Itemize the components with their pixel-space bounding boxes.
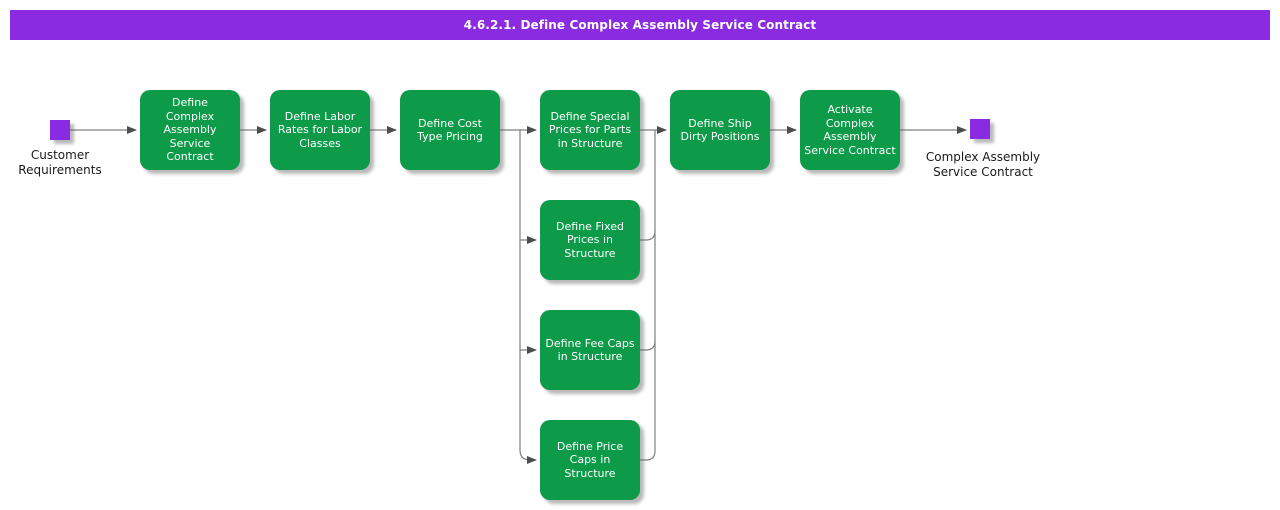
diagram-title: 4.6.2.1. Define Complex Assembly Service… bbox=[463, 18, 817, 32]
end-event-square[interactable] bbox=[970, 119, 990, 139]
task-define-ship-dirty-positions[interactable]: Define Ship Dirty Positions bbox=[670, 90, 770, 170]
edge-branch-to-fee-caps bbox=[519, 240, 537, 354]
task-define-price-caps-in-structure[interactable]: Define Price Caps in Structure bbox=[540, 420, 640, 500]
edge-merge-from-price-caps bbox=[640, 130, 656, 461]
edge-branch-to-fixed-prices bbox=[519, 130, 537, 244]
edge-merge-from-fixed-prices bbox=[640, 230, 656, 241]
end-event-label: Complex Assembly Service Contract bbox=[925, 150, 1041, 179]
task-define-complex-assembly-service-contract[interactable]: Define Complex Assembly Service Contract bbox=[140, 90, 240, 170]
task-define-fee-caps-in-structure[interactable]: Define Fee Caps in Structure bbox=[540, 310, 640, 390]
start-event-square[interactable] bbox=[50, 120, 70, 140]
diagram-title-bar: 4.6.2.1. Define Complex Assembly Service… bbox=[10, 10, 1270, 40]
start-event-label: Customer Requirements bbox=[18, 148, 102, 177]
task-define-special-prices-for-parts[interactable]: Define Special Prices for Parts in Struc… bbox=[540, 90, 640, 170]
edge-merge-from-fee-caps bbox=[640, 340, 656, 351]
task-activate-complex-assembly-service-contract[interactable]: Activate Complex Assembly Service Contra… bbox=[800, 90, 900, 170]
task-define-labor-rates-for-labor-classes[interactable]: Define Labor Rates for Labor Classes bbox=[270, 90, 370, 170]
edge-branch-to-price-caps bbox=[519, 350, 537, 464]
task-define-fixed-prices-in-structure[interactable]: Define Fixed Prices in Structure bbox=[540, 200, 640, 280]
task-define-cost-type-pricing[interactable]: Define Cost Type Pricing bbox=[400, 90, 500, 170]
